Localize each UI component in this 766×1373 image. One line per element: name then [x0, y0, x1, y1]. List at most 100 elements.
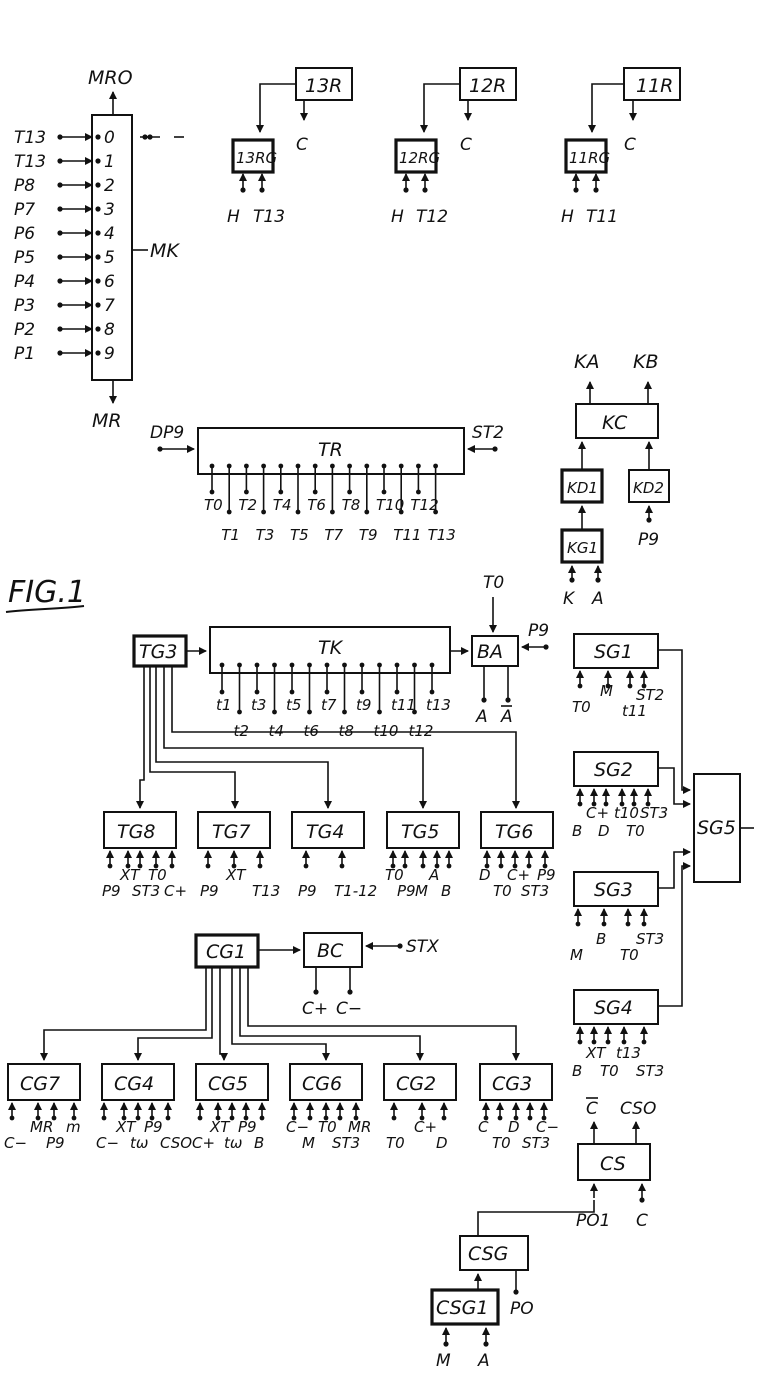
tr-end-2 — [244, 489, 249, 495]
sg3-in-2: T0 — [620, 946, 639, 964]
block-11rg: 11RG — [569, 149, 610, 167]
cg7-in-3: m — [66, 1118, 81, 1136]
mk-pin-label-5: 5 — [104, 248, 115, 268]
block-11r: 11R — [636, 75, 673, 97]
tg4-in-0: P9 — [298, 882, 317, 900]
tk-row2-3: t8 — [339, 722, 354, 740]
sg2-pin-dot-5 — [645, 801, 651, 807]
tg5-pin-dot-1 — [402, 863, 408, 869]
cg6-in-4: MR — [348, 1118, 371, 1136]
cg7-in-0: C− — [4, 1134, 27, 1152]
tg8-pin-dot-1 — [125, 863, 131, 869]
sg2-in-2: D — [598, 822, 610, 840]
mk-top-label: MRO — [88, 67, 133, 89]
tg7-in-2: T13 — [252, 882, 280, 900]
cg4-pin-dot-1 — [121, 1115, 127, 1121]
block-csg: CSG — [468, 1243, 508, 1265]
sg2-pin-dot-1 — [591, 801, 597, 807]
tr-out-a-3: T6 — [307, 496, 326, 514]
cg5-in-3: P9 — [238, 1118, 257, 1136]
cg2-pin-dot-2 — [441, 1115, 447, 1121]
cg1-group: CG1 BC STX C+ C− — [194, 932, 439, 1019]
csg-po: PO — [510, 1299, 534, 1319]
mk-pin-dot-9 — [95, 350, 101, 356]
tr-end-7 — [330, 509, 335, 515]
sg4-in-4: ST3 — [636, 1062, 664, 1080]
cg3-in-0: C — [478, 1118, 489, 1136]
cg3-in-3: ST3 — [522, 1134, 550, 1152]
tg4-pin-dot-0 — [303, 863, 309, 869]
bc-out-cplus: C+ — [302, 999, 328, 1019]
tk-end-6 — [324, 689, 330, 695]
block-kg1: KG1 — [567, 539, 598, 557]
tr-end-12 — [416, 489, 421, 495]
tg5-in-1: P9 — [397, 882, 416, 900]
tg5-in-3: A — [428, 866, 439, 884]
mk-input-label-2: P8 — [14, 176, 35, 196]
tg5-pin-dot-0 — [390, 863, 396, 869]
sg3-pin-dot-2 — [625, 921, 631, 927]
cg6-pin-dot-3 — [337, 1115, 343, 1121]
mk-input-label-5: P5 — [14, 248, 35, 268]
cg3-pin-dot-3 — [527, 1115, 533, 1121]
tg5-in-4: B — [441, 882, 451, 900]
cg4-pin-dot-0 — [101, 1115, 107, 1121]
cg4-in-2: tω — [130, 1134, 148, 1152]
cg2-pin-dot-1 — [419, 1115, 425, 1121]
block-cg7: CG7 — [20, 1073, 60, 1095]
block-kd1: KD1 — [567, 479, 598, 497]
tg7-pin-dot-1 — [231, 863, 237, 869]
sg1-pin-dot-3 — [641, 683, 647, 689]
block-bc: BC — [317, 940, 344, 962]
cg4-pin-dot-4 — [165, 1115, 171, 1121]
ba-top-label: T0 — [483, 573, 504, 593]
tg5-pin-dot-4 — [446, 863, 452, 869]
mk-input-label-1: T13 — [14, 152, 46, 172]
tg8-pin-dot-3 — [153, 863, 159, 869]
cs-chain: CS C CSO PO1 C CSG CSG1 PO M A — [430, 1097, 656, 1371]
mk-pin-label-1: 1 — [104, 152, 115, 172]
tg7-in-1: XT — [225, 866, 247, 884]
mk-input-label-0: T13 — [14, 128, 46, 148]
tg6-in-0: D — [479, 866, 491, 884]
block-tg4: TG4 — [306, 821, 344, 843]
block-12r: 12R — [469, 75, 506, 97]
r11-h: H — [561, 207, 574, 227]
sg2-in-1: C+ — [586, 804, 609, 822]
block-cg6: CG6 — [302, 1073, 342, 1095]
mk-input-label-9: P1 — [14, 344, 35, 364]
mk-input-label-6: P4 — [14, 272, 35, 292]
register-11: 11R 11RG C H T11 — [561, 67, 681, 227]
cs-out-cso: CSO — [620, 1099, 656, 1119]
cg3-pin-dot-4 — [541, 1115, 547, 1121]
bc-in-stx: STX — [406, 937, 439, 957]
tr-end-9 — [364, 509, 370, 515]
sg3-in-0: M — [570, 946, 583, 964]
tr-out-b-1: T3 — [256, 526, 275, 544]
mk-block: MRO MR MK — [88, 67, 184, 432]
tr-out-b-5: T11 — [393, 526, 421, 544]
cg5-pin-dot-4 — [259, 1115, 265, 1121]
block-kc: KC — [602, 412, 628, 434]
cg5-pin-dot-2 — [229, 1115, 235, 1121]
cs-out-cbar: C — [586, 1099, 598, 1119]
mk-input-label-4: P6 — [14, 224, 35, 244]
block-sg1: SG1 — [594, 641, 633, 663]
tr-out-b-4: T9 — [359, 526, 378, 544]
tg8-in-1: XT — [119, 866, 141, 884]
sg2-pin-dot-4 — [631, 801, 637, 807]
sg2-pin-dot-2 — [603, 801, 609, 807]
block-13r: 13R — [305, 75, 342, 97]
tk-row1-1: t3 — [251, 696, 266, 714]
tr-right-label: ST2 — [472, 423, 504, 443]
tg7-pin-dot-2 — [257, 863, 263, 869]
tr-out-b-3: T7 — [324, 526, 343, 544]
cs-in-c: C — [636, 1211, 648, 1231]
tg8-in-0: P9 — [102, 882, 121, 900]
cg3-in-2: D — [508, 1118, 520, 1136]
sg1-in-0: T0 — [572, 698, 591, 716]
tg4-pin-dot-1 — [339, 863, 345, 869]
tk-row2-1: t4 — [269, 722, 284, 740]
tg6-in-1: T0 — [493, 882, 512, 900]
